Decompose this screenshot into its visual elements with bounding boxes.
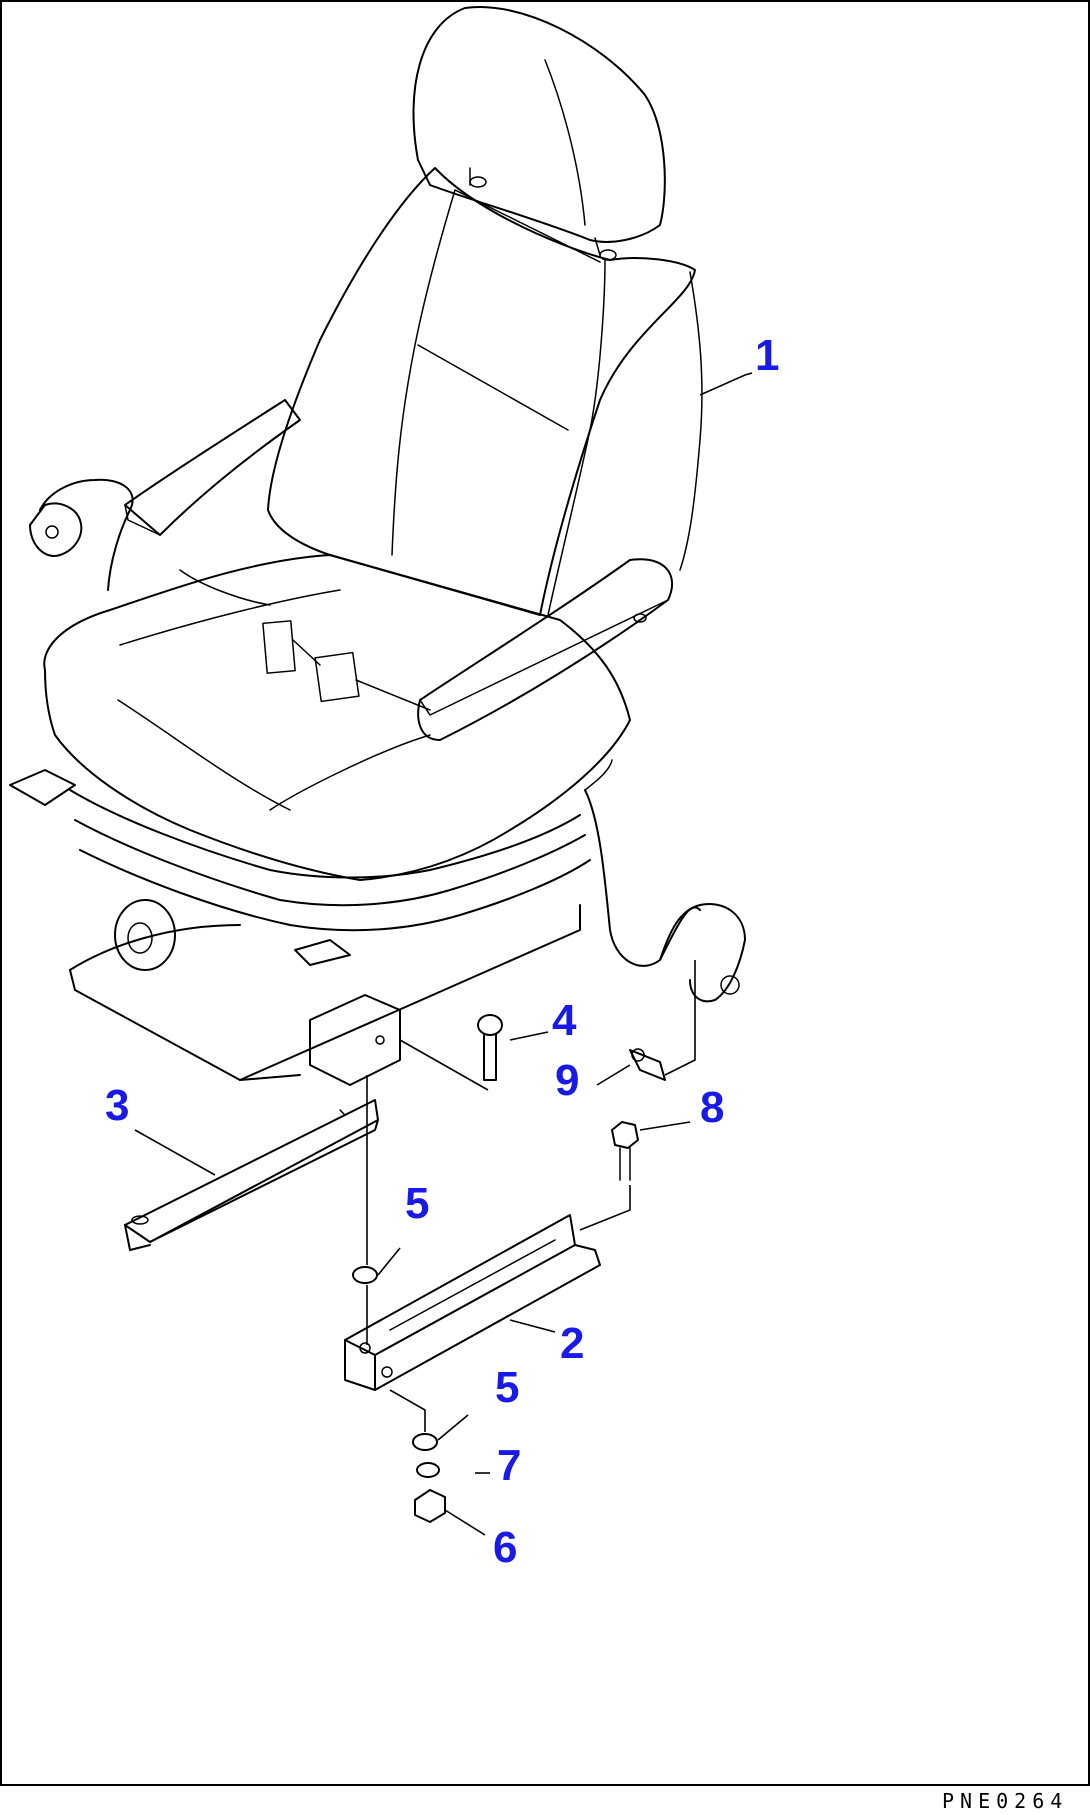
washer-5-lower — [412, 1433, 438, 1451]
callout-3: 3 — [105, 1081, 129, 1130]
callout-leaders — [134, 372, 753, 1536]
callout-8: 8 — [700, 1083, 724, 1132]
spring-washer-7 — [416, 1462, 440, 1478]
bolt-8 — [611, 1121, 639, 1181]
slide-rail-left — [124, 1099, 379, 1251]
callout-1: 1 — [755, 331, 779, 380]
drawing-code: PNE0264 — [942, 1789, 1068, 1813]
callout-4: 4 — [552, 996, 577, 1045]
callout-6: 6 — [493, 1523, 517, 1572]
bolt-4 — [477, 1014, 503, 1081]
assembly-lines — [366, 960, 696, 1432]
bolt-9 — [629, 1048, 666, 1081]
callout-labels: 1 2 3 4 5 5 6 7 8 9 — [105, 331, 779, 1572]
operator-seat — [9, 6, 746, 1086]
callout-7: 7 — [497, 1441, 521, 1490]
callout-9: 9 — [555, 1056, 579, 1105]
callout-5-upper: 5 — [405, 1179, 429, 1228]
nut-6 — [414, 1489, 446, 1523]
slide-rail-right — [344, 1214, 601, 1391]
callout-2: 2 — [560, 1319, 584, 1368]
callout-5-lower: 5 — [495, 1363, 519, 1412]
washer-5-upper — [352, 1266, 378, 1284]
